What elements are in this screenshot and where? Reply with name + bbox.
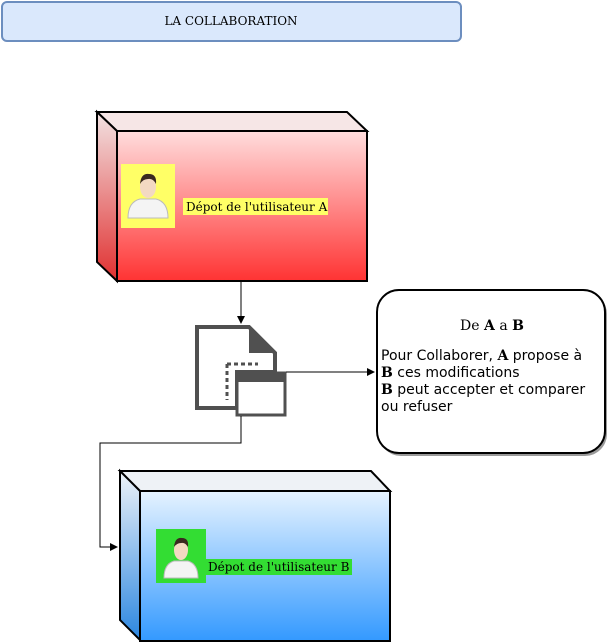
note-line-2-b: B — [381, 365, 393, 381]
note-line-3-post: peut accepter et comparer — [392, 382, 586, 398]
title-box: LA COLLABORATION — [1, 1, 462, 42]
note-line-1-pre: Pour Collaborer, — [381, 348, 498, 364]
title-text: LA COLLABORATION — [164, 14, 297, 28]
patch-document-icon — [195, 325, 287, 417]
repo-a-label: Dépot de l'utilisateur A — [186, 200, 328, 214]
user-avatar-icon — [127, 173, 169, 219]
repo-b-label: Dépot de l'utilisateur B — [208, 560, 350, 574]
note-line-1-a: A — [497, 348, 509, 364]
note-line-2-post: ces modifications — [392, 365, 520, 381]
user-avatar-icon — [163, 537, 199, 579]
note-line-4: ou refuser — [381, 399, 453, 415]
note-heading-pre: De — [460, 318, 484, 334]
note-heading-mid: a — [494, 318, 513, 334]
note-box — [376, 289, 607, 456]
note-heading-a: A — [484, 318, 495, 334]
note-line-1: Pour Collaborer, A propose à — [381, 348, 603, 365]
repo-b-box[interactable]: Dépot de l'utilisateur B — [117, 468, 393, 642]
note-line-1-post: propose à — [508, 348, 583, 364]
note-text: De A a B Pour Collaborer, A propose à B … — [381, 318, 603, 416]
note-line-2: B ces modifications — [381, 365, 603, 382]
note-heading: De A a B — [381, 318, 603, 335]
note-heading-b: B — [512, 318, 524, 334]
arrow-patch-to-b — [99, 416, 242, 551]
note-line-3: B peut accepter et comparer — [381, 382, 603, 399]
repo-a-box[interactable]: Dépot de l'utilisateur A — [94, 109, 370, 284]
note-line-3-b: B — [381, 382, 393, 398]
